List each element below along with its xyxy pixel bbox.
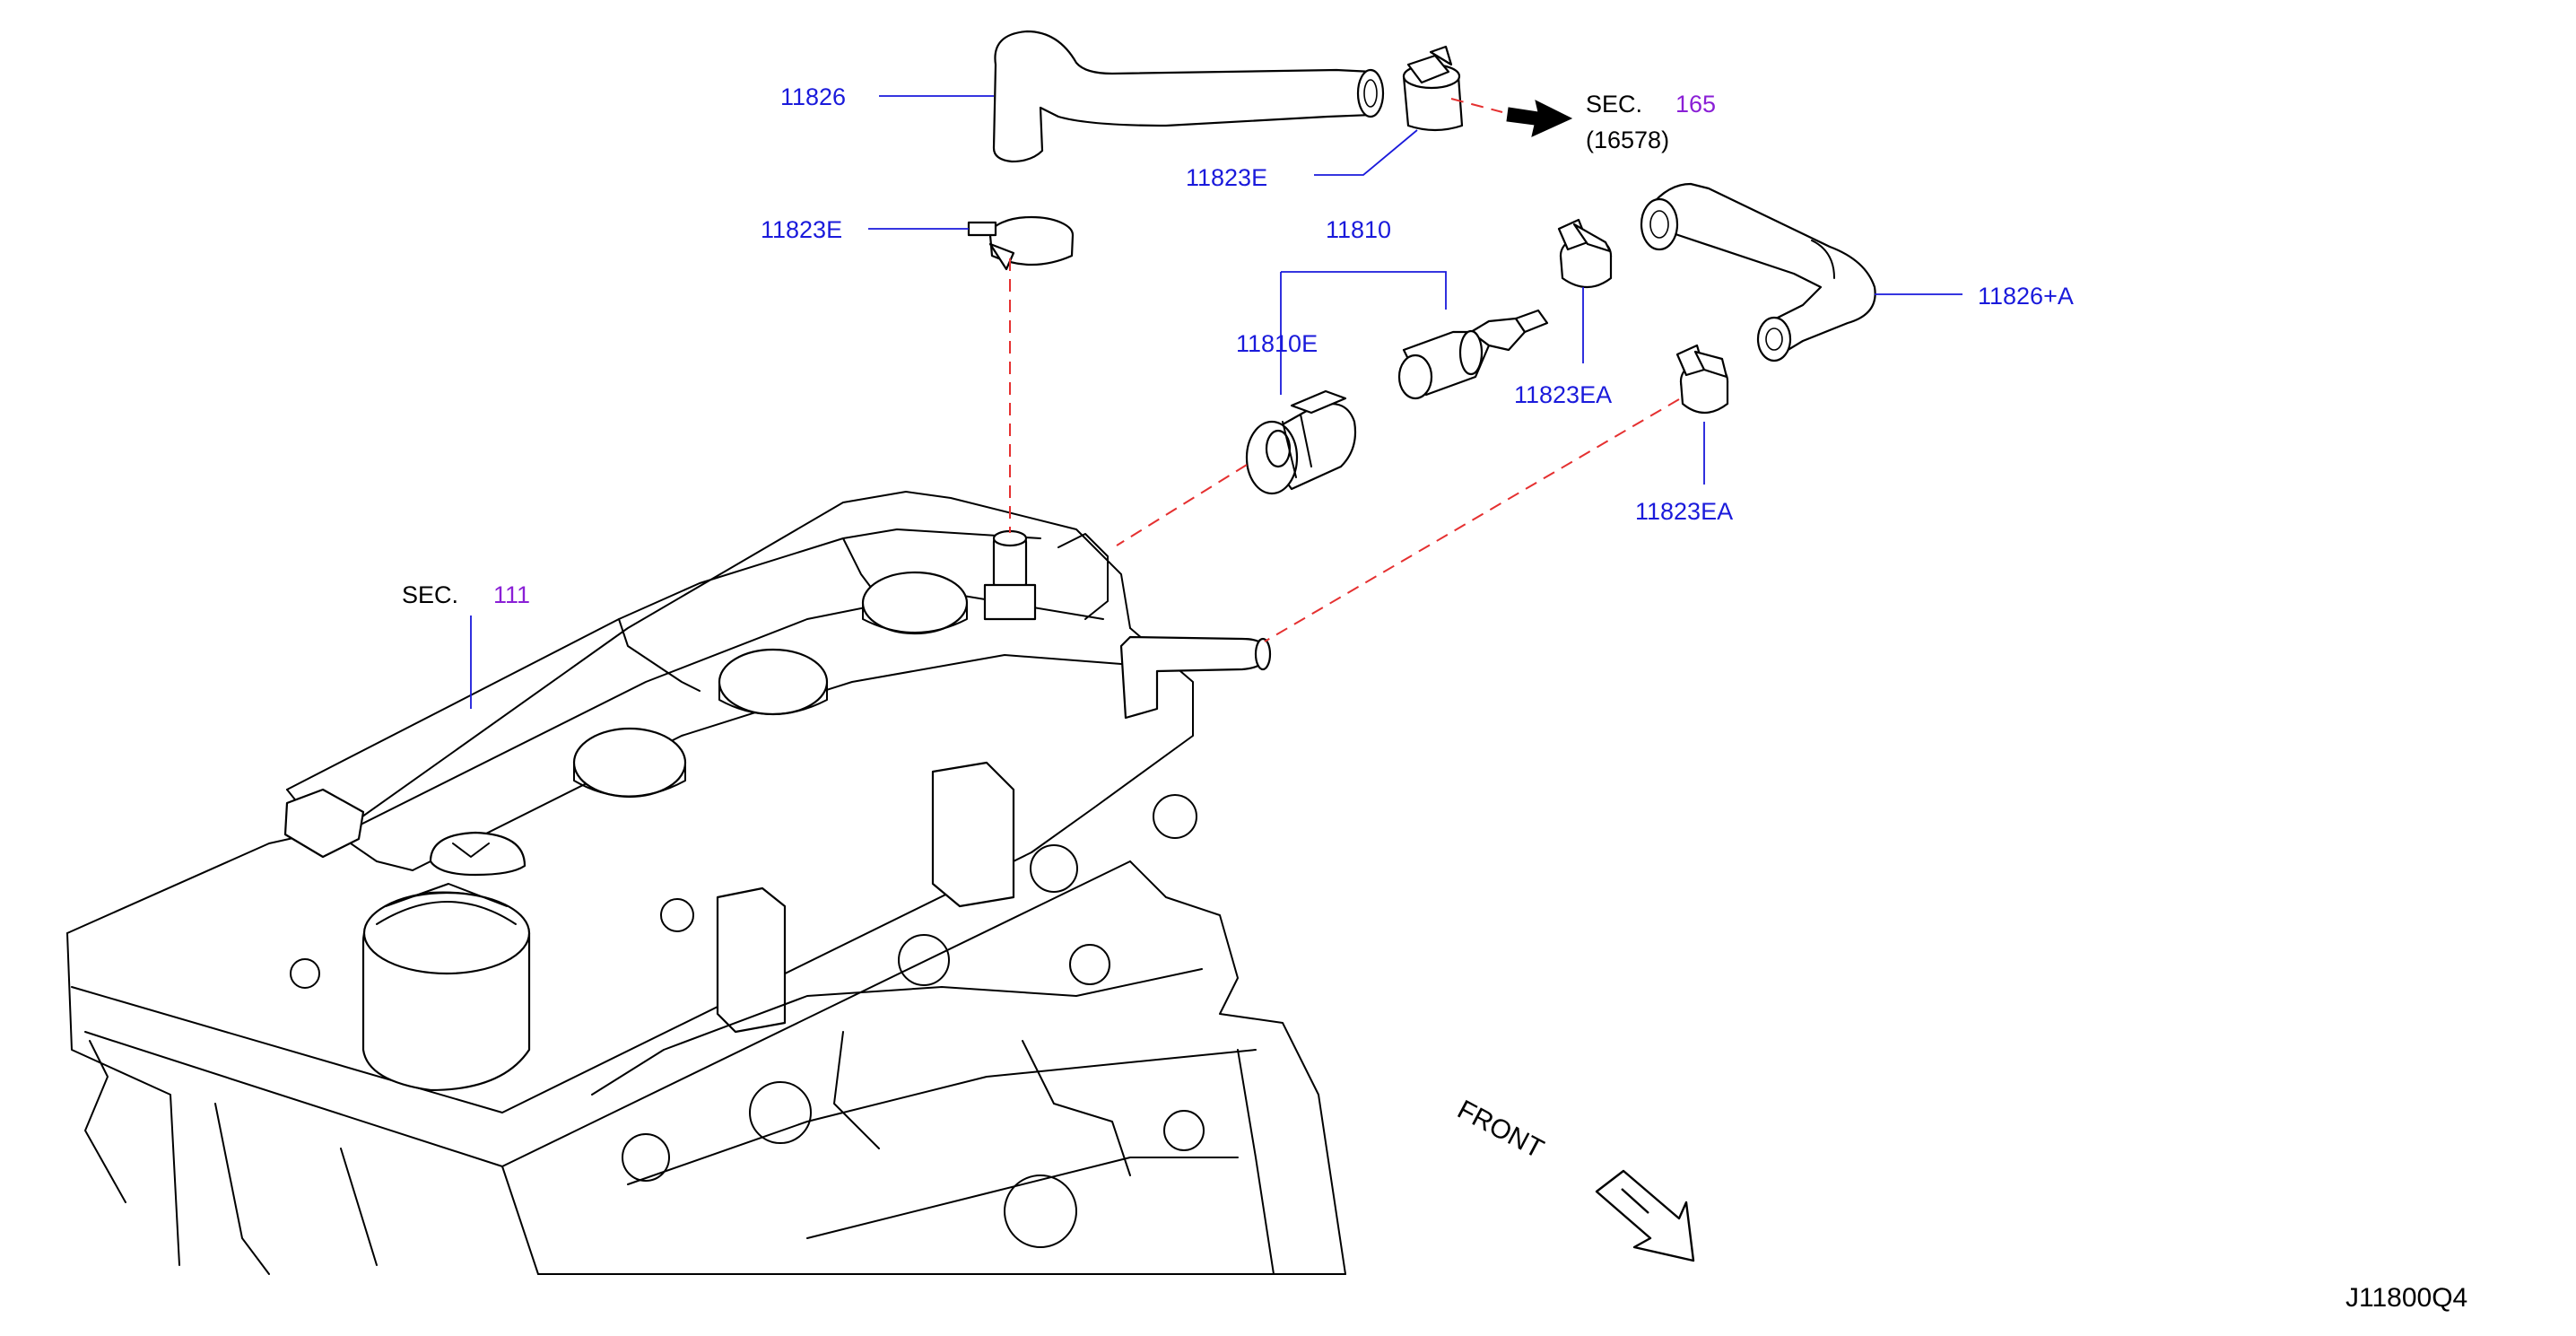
label-11823e-left: 11823E — [761, 216, 843, 243]
sec-165-subref: (16578) — [1586, 127, 1670, 153]
sec-111-number: 111 — [493, 581, 531, 608]
leader-lines — [470, 95, 1962, 709]
label-11826: 11826 — [780, 83, 847, 110]
direction-arrow-icon — [1506, 100, 1573, 137]
clamp-11823e-upper-drawing — [1402, 45, 1464, 132]
label-11810e: 11810E — [1236, 330, 1318, 357]
label-11810: 11810 — [1326, 216, 1392, 243]
clamp-11823ea-lower-drawing — [1675, 344, 1729, 415]
pcv-valve-11810-drawing — [1397, 309, 1549, 400]
grommet-11810e-drawing — [1245, 389, 1357, 495]
sec-111-prefix: SEC. — [402, 581, 459, 608]
clamp-11823e-left-drawing — [967, 215, 1075, 271]
front-arrow-icon — [1595, 1169, 1695, 1262]
hose-11826a-drawing — [1640, 182, 1876, 362]
label-11823e-upper: 11823E — [1186, 164, 1268, 191]
clamp-11823ea-upper-drawing — [1557, 218, 1613, 289]
diagram-code: J11800Q4 — [2345, 1283, 2468, 1313]
dashed-guide-lines — [1009, 98, 1680, 642]
sec-165-prefix: SEC. — [1586, 91, 1643, 118]
hose-11826-drawing — [992, 30, 1385, 163]
sec-165-number: 165 — [1675, 91, 1717, 118]
label-11823ea-lower: 11823EA — [1635, 498, 1734, 525]
label-11823ea-upper: 11823EA — [1514, 381, 1613, 408]
engine-cylinder-head-drawing — [66, 491, 1346, 1275]
label-11826-a: 11826+A — [1978, 283, 2074, 310]
